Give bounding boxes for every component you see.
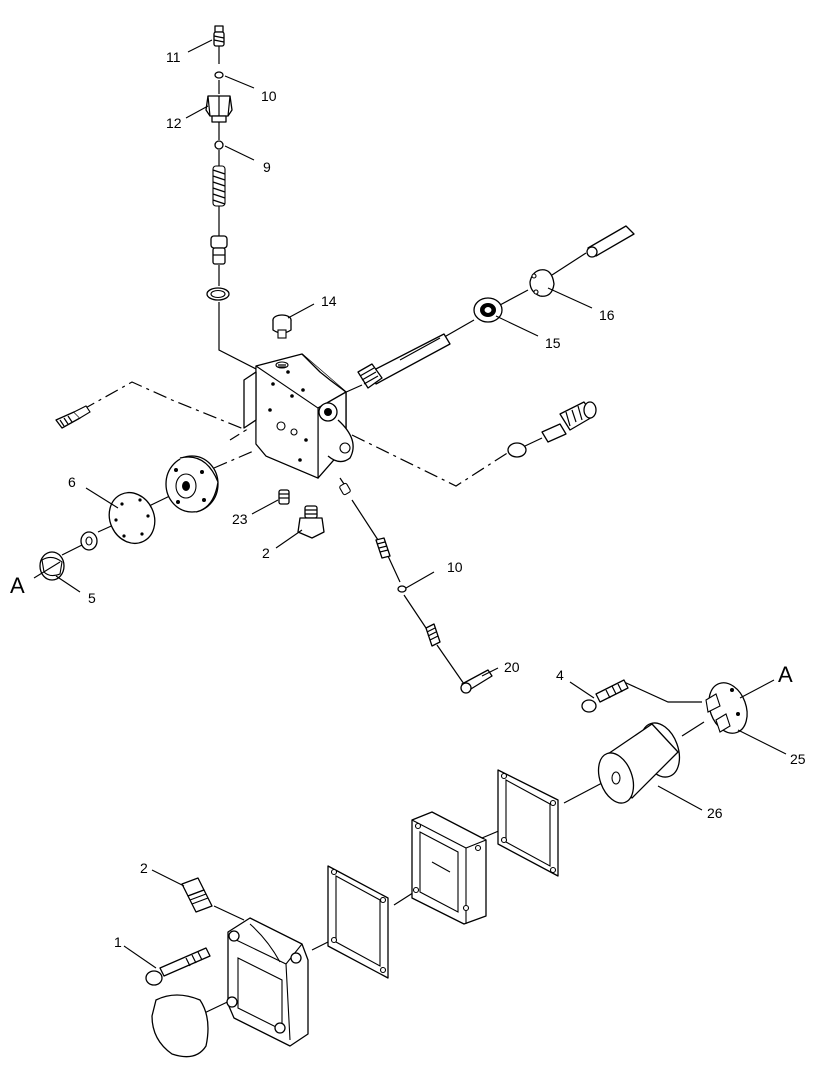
- part-15-bearing: [473, 297, 503, 323]
- callout-labels: 11 10 12 9 14 16 15 6 23 2 A 5 10 20 4 A…: [10, 49, 806, 950]
- part-10-seal-upper: [214, 71, 224, 79]
- callout-14: 14: [321, 293, 337, 309]
- part-1-bolt: [145, 947, 211, 986]
- callout-15: 15: [545, 335, 561, 351]
- gasket-left: [327, 865, 389, 979]
- callout-2-lower: 2: [140, 860, 148, 876]
- small-spring: [375, 537, 391, 559]
- part-20-bolt: [460, 669, 493, 694]
- callout-25: 25: [790, 751, 806, 767]
- valve-body: [243, 353, 354, 479]
- gear-shaft: [357, 333, 451, 389]
- part-25-coupling: [705, 682, 748, 734]
- pump-rotor: [165, 455, 219, 513]
- callout-1: 1: [114, 934, 122, 950]
- callout-10-lower: 10: [447, 559, 463, 575]
- part-5-cap: [39, 551, 65, 581]
- callout-26: 26: [707, 805, 723, 821]
- washer: [80, 531, 98, 551]
- callout-4: 4: [556, 667, 564, 683]
- pin: [586, 225, 635, 258]
- sensor: [541, 401, 597, 443]
- callout-23: 23: [232, 511, 248, 527]
- callout-2-upper: 2: [262, 545, 270, 561]
- callout-9: 9: [263, 159, 271, 175]
- part-6-plate: [108, 492, 156, 544]
- part-2-valve-upper: [297, 505, 325, 539]
- part-16-snap-ring: [529, 269, 555, 297]
- spacer-block: [411, 811, 487, 925]
- o-ring-right: [507, 442, 527, 458]
- spring: [212, 165, 226, 207]
- cover-plate: [151, 994, 209, 1058]
- callout-6: 6: [68, 474, 76, 490]
- part-14-plug: [272, 314, 292, 339]
- callout-16: 16: [599, 307, 615, 323]
- o-ring-top: [206, 287, 230, 301]
- callout-A-right: A: [778, 662, 793, 687]
- small-plug-right: [339, 482, 351, 496]
- part-2-valve-lower: [181, 877, 213, 913]
- gasket-right: [497, 769, 559, 877]
- part-23-plug: [278, 489, 290, 505]
- leader-lines: [33, 39, 787, 969]
- poppet: [210, 235, 228, 265]
- part-4-bolt: [581, 679, 629, 713]
- callout-20: 20: [504, 659, 520, 675]
- part-9-seal: [214, 140, 224, 150]
- callout-A-left: A: [10, 573, 25, 598]
- part-12-nut: [205, 95, 233, 123]
- part-10-seal-lower: [397, 585, 407, 593]
- filter-housing: [226, 917, 309, 1047]
- small-fitting: [425, 623, 441, 647]
- callout-5: 5: [88, 590, 96, 606]
- callout-11: 11: [166, 49, 181, 65]
- callout-12: 12: [166, 115, 182, 131]
- part-11-fitting: [213, 25, 225, 47]
- callout-10-upper: 10: [261, 88, 277, 104]
- assembly-center-lines: [61, 45, 705, 1017]
- part-26-filter: [597, 722, 681, 804]
- left-fitting: [55, 405, 91, 429]
